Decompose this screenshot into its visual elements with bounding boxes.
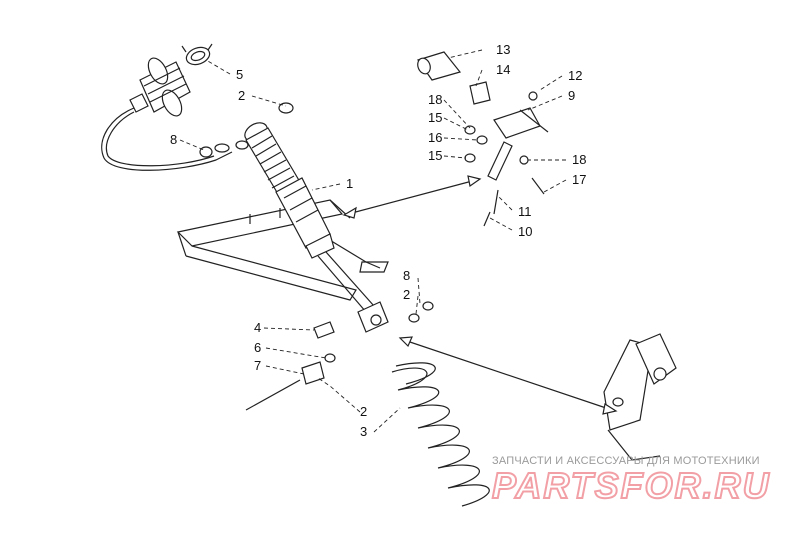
upper-washer-2 [235,102,294,150]
mounting-bracket [603,333,677,461]
upper-nut-8 [199,143,230,158]
leader-lines [179,49,567,433]
callout-11: 11 [518,204,532,219]
callout-15-lower: 15 [428,148,442,163]
callout-numbers: 1 2 2 2 3 4 5 6 7 8 8 9 10 11 12 13 14 1… [170,42,586,439]
callout-7: 7 [254,358,261,373]
callout-8-right: 8 [403,268,410,283]
callout-16: 16 [428,130,442,145]
watermark: ЗАПЧАСТИ И АКСЕССУАРЫ ДЛЯ МОТОТЕХНИКИ PA… [491,455,771,507]
callout-13: 13 [496,42,510,57]
callout-18-upper: 18 [428,92,442,107]
reference-arrow-upper [342,175,482,219]
callout-6: 6 [254,340,261,355]
reservoir-canister [129,57,191,117]
callout-15-upper: 15 [428,110,442,125]
callout-12: 12 [568,68,582,83]
callout-9: 9 [568,88,575,103]
callout-14: 14 [496,62,510,77]
linkage-assembly [417,51,549,227]
callout-18-lower: 18 [572,152,586,167]
callout-2-upper: 2 [238,88,245,103]
callout-3: 3 [360,424,367,439]
hose-clamp [181,43,213,66]
watermark-logo: PARTSFOR.RU [492,465,771,506]
shock-absorber [244,122,389,333]
coil-spring [391,362,490,507]
callout-2-right: 2 [403,287,410,302]
callout-17: 17 [572,172,586,187]
watermark-caption: ЗАПЧАСТИ И АКСЕССУАРЫ ДЛЯ МОТОТЕХНИКИ [492,455,760,467]
callout-4: 4 [254,320,261,335]
reference-arrow-lower [398,336,618,415]
lower-hardware [245,301,434,411]
a-arm-frame [176,199,389,301]
reservoir-hose [101,107,233,171]
callout-1: 1 [346,176,353,191]
callout-5: 5 [236,67,243,82]
callout-8-upper: 8 [170,132,177,147]
callout-2-lower: 2 [360,404,367,419]
callout-10: 10 [518,224,532,239]
